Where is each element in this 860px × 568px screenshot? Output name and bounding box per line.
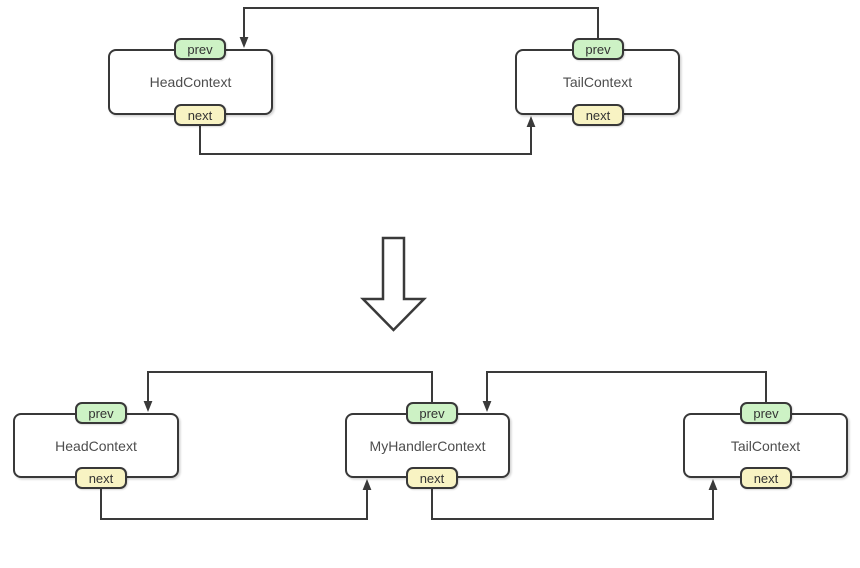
node-label: TailContext xyxy=(562,74,633,90)
edge-headcontext-next-to-tailcontext xyxy=(199,116,536,155)
node-label: HeadContext xyxy=(149,74,232,90)
node-label: HeadContext xyxy=(55,437,137,454)
after-headcontext-prev-tab: prev xyxy=(75,402,127,424)
edge-myhandlercontext-prev-to-headcontext xyxy=(143,371,433,412)
edge-tailcontext-prev-to-headcontext xyxy=(239,7,599,48)
after-myhandlercontext-next-tab: next xyxy=(406,467,458,489)
node-label: TailContext xyxy=(730,437,801,454)
before-tailcontext-prev-tab: prev xyxy=(572,38,624,60)
after-tailcontext-prev-tab: prev xyxy=(740,402,792,424)
after-myhandlercontext-prev-tab: prev xyxy=(406,402,458,424)
after-tailcontext-next-tab: next xyxy=(740,467,792,489)
before-headcontext-prev-tab: prev xyxy=(174,38,226,60)
edge-tailcontext-prev-to-myhandlercontext xyxy=(482,371,767,412)
before-tailcontext-next-tab: next xyxy=(572,104,624,126)
edge-myhandlercontext-next-to-tailcontext xyxy=(431,479,718,520)
before-headcontext-next-tab: next xyxy=(174,104,226,126)
edge-headcontext-next-to-myhandlercontext xyxy=(100,479,372,520)
down-arrow-icon xyxy=(360,236,427,332)
after-headcontext-next-tab: next xyxy=(75,467,127,489)
node-label: MyHandlerContext xyxy=(369,437,486,454)
